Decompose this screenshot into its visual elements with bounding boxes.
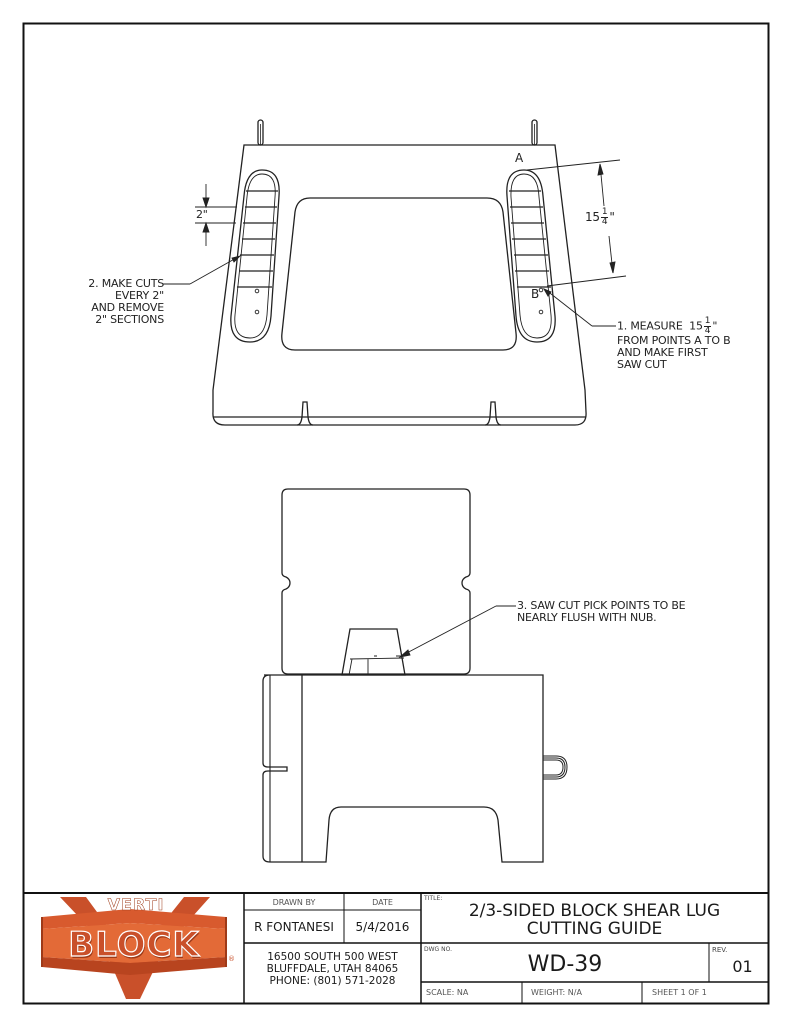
title-cell: TITLE: 2/3-SIDED BLOCK SHEAR LUG CUTTING… bbox=[421, 893, 768, 943]
point-a-label: A bbox=[515, 151, 524, 165]
drawn-by-cell: R FONTANESI bbox=[244, 910, 344, 943]
weight-value: WEIGHT: N/A bbox=[531, 988, 582, 997]
logo-registered-mark: ® bbox=[228, 955, 235, 963]
left-lifting-slot bbox=[230, 169, 280, 343]
logo-block-text: BLOCK bbox=[68, 924, 200, 965]
address-line-1: 16500 SOUTH 500 WEST bbox=[267, 951, 398, 963]
note-2-make-cuts: 2. MAKE CUTS EVERY 2" AND REMOVE 2" SECT… bbox=[88, 277, 164, 326]
point-b-label: B bbox=[531, 287, 540, 301]
note-3-saw-cut: 3. SAW CUT PICK POINTS TO BE NEARLY FLUS… bbox=[517, 599, 686, 624]
note-1-rest: FROM POINTS A TO B AND MAKE FIRST SAW CU… bbox=[617, 334, 731, 371]
title-line-1: 2/3-SIDED BLOCK SHEAR LUG bbox=[468, 901, 721, 921]
title-line-2: CUTTING GUIDE bbox=[526, 919, 663, 939]
vertiblock-logo: VERTI BLOCK ® bbox=[26, 895, 242, 1001]
drawn-by-value: R FONTANESI bbox=[254, 920, 334, 934]
dimension-2in bbox=[195, 184, 237, 246]
sheet-cell: SHEET 1 OF 1 bbox=[642, 982, 768, 1003]
center-recess bbox=[281, 197, 517, 351]
date-label: DATE bbox=[372, 898, 393, 907]
lifting-hook bbox=[543, 755, 568, 780]
title-block-grid bbox=[23, 892, 768, 1003]
note1-unit: " bbox=[712, 319, 718, 333]
address-cell: 16500 SOUTH 500 WEST BLUFFDALE, UTAH 840… bbox=[244, 943, 421, 1003]
date-value: 5/4/2016 bbox=[355, 920, 410, 934]
right-lifting-slot bbox=[506, 169, 556, 343]
logo-graphic bbox=[41, 897, 227, 999]
sheet-value: SHEET 1 OF 1 bbox=[652, 988, 707, 997]
note1-den: 4 bbox=[704, 326, 711, 336]
dimension-15-25 bbox=[526, 159, 627, 287]
shear-lug bbox=[341, 628, 406, 676]
dim-den: 4 bbox=[601, 217, 608, 227]
dim-num: 1 bbox=[600, 207, 609, 218]
logo-verti-text: VERTI bbox=[107, 895, 165, 915]
address-line-2: BLUFFDALE, UTAH 84065 bbox=[266, 963, 399, 975]
dwg-no-value: WD-39 bbox=[527, 952, 603, 977]
note1-prefix: 1. MEASURE 15 bbox=[617, 319, 703, 333]
date-header: DATE bbox=[344, 893, 421, 910]
drawn-by-label: DRAWN BY bbox=[272, 898, 316, 907]
leader-note2 bbox=[163, 255, 242, 285]
side-view bbox=[262, 488, 568, 863]
sheet-border bbox=[22, 22, 770, 1005]
dwg-no-label: DWG NO. bbox=[424, 946, 452, 953]
block-lower-body bbox=[262, 674, 544, 863]
rev-value: 01 bbox=[732, 957, 753, 976]
scale-cell: SCALE: NA bbox=[421, 982, 522, 1003]
dimension-2in-text: 2" bbox=[196, 208, 208, 221]
scale-value: SCALE: NA bbox=[426, 988, 469, 997]
dim-whole: 15 bbox=[585, 210, 600, 224]
rev-label: REV. bbox=[712, 946, 728, 954]
note1-num: 1 bbox=[703, 316, 712, 327]
date-cell: 5/4/2016 bbox=[344, 910, 421, 943]
rev-cell: REV. 01 bbox=[709, 943, 768, 982]
block-outline bbox=[212, 144, 587, 426]
drawn-by-header: DRAWN BY bbox=[244, 893, 344, 910]
weight-cell: WEIGHT: N/A bbox=[522, 982, 642, 1003]
block-upper-panel bbox=[281, 488, 471, 675]
top-view bbox=[212, 119, 587, 426]
dim-unit: " bbox=[609, 210, 615, 224]
title-label: TITLE: bbox=[424, 895, 443, 902]
leader-note1 bbox=[542, 288, 616, 327]
leader-note3 bbox=[398, 605, 516, 658]
dwg-no-cell: DWG NO. WD-39 bbox=[421, 943, 709, 982]
phone-line: PHONE: (801) 571-2028 bbox=[269, 975, 396, 987]
